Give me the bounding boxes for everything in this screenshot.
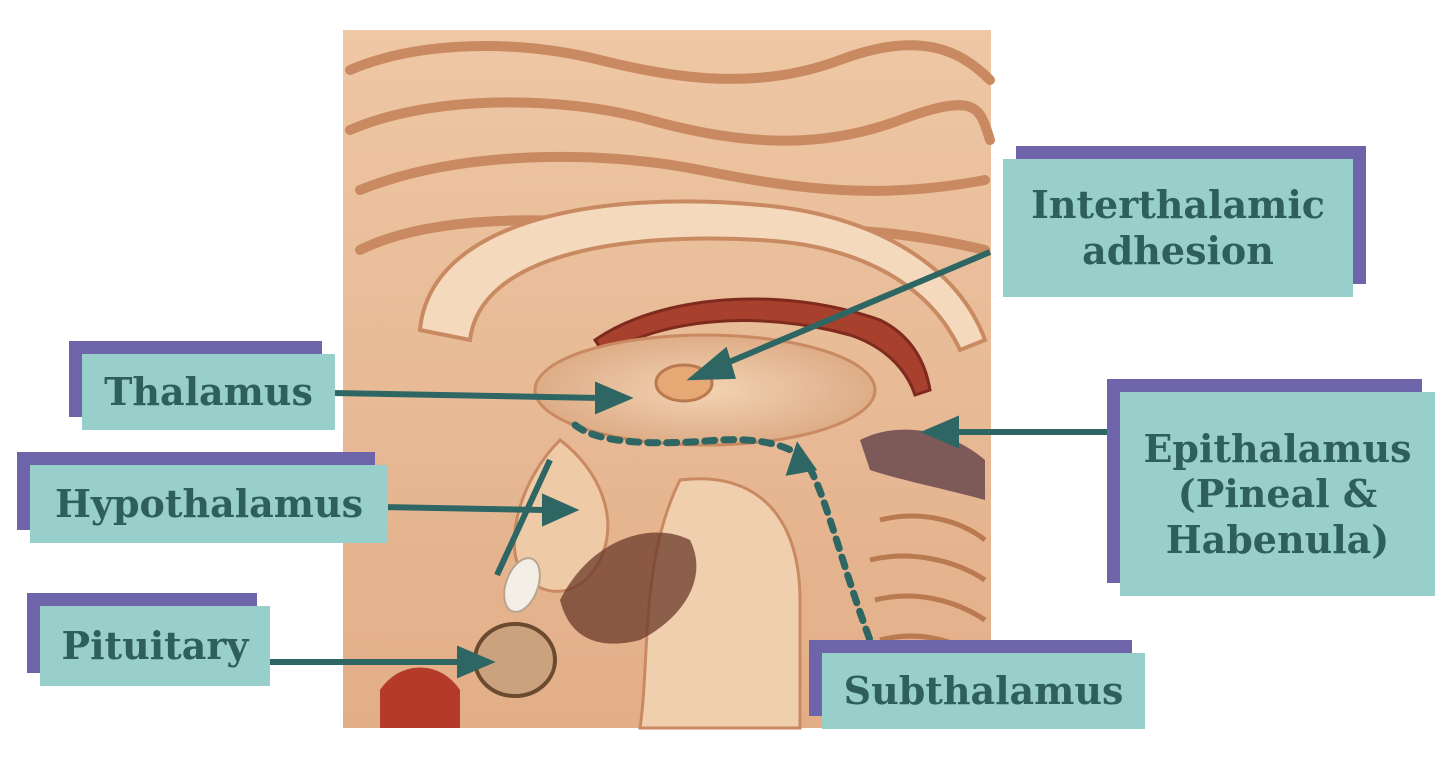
arrow-hypothalamus <box>379 504 546 513</box>
hypothalamic-sulcus-dotted <box>571 421 874 644</box>
cortex-gyri <box>345 40 995 255</box>
pineal-region <box>860 429 985 500</box>
corpus-callosum <box>417 199 988 353</box>
label-epithalamus-line1: Epithalamus <box>1143 425 1412 471</box>
hypothalamus-slant-line <box>494 458 553 577</box>
label-interthalamic-line1: Interthalamic <box>1031 182 1325 228</box>
label-thalamus-text: Thalamus <box>104 369 313 415</box>
label-epithalamus-line3: Habenula) <box>1165 516 1390 562</box>
label-hypothalamus-text: Hypothalamus <box>55 481 363 527</box>
label-epithalamus-line2: (Pineal & <box>1177 471 1378 517</box>
pointer-arrows <box>268 249 1112 679</box>
optic-chiasm <box>503 557 541 613</box>
label-interthalamic-line2: adhesion <box>1082 228 1274 273</box>
ventricle-cavity <box>560 532 697 644</box>
label-subthalamus-text: Subthalamus <box>843 668 1124 714</box>
arrow-thalamus <box>331 390 601 401</box>
sphenoid-sinus <box>380 667 460 728</box>
fornix-vessel <box>592 297 932 397</box>
arrow-interthalamic <box>713 249 992 371</box>
label-pituitary-text: Pituitary <box>61 623 249 669</box>
arrow-subthalamus-head <box>785 441 818 476</box>
